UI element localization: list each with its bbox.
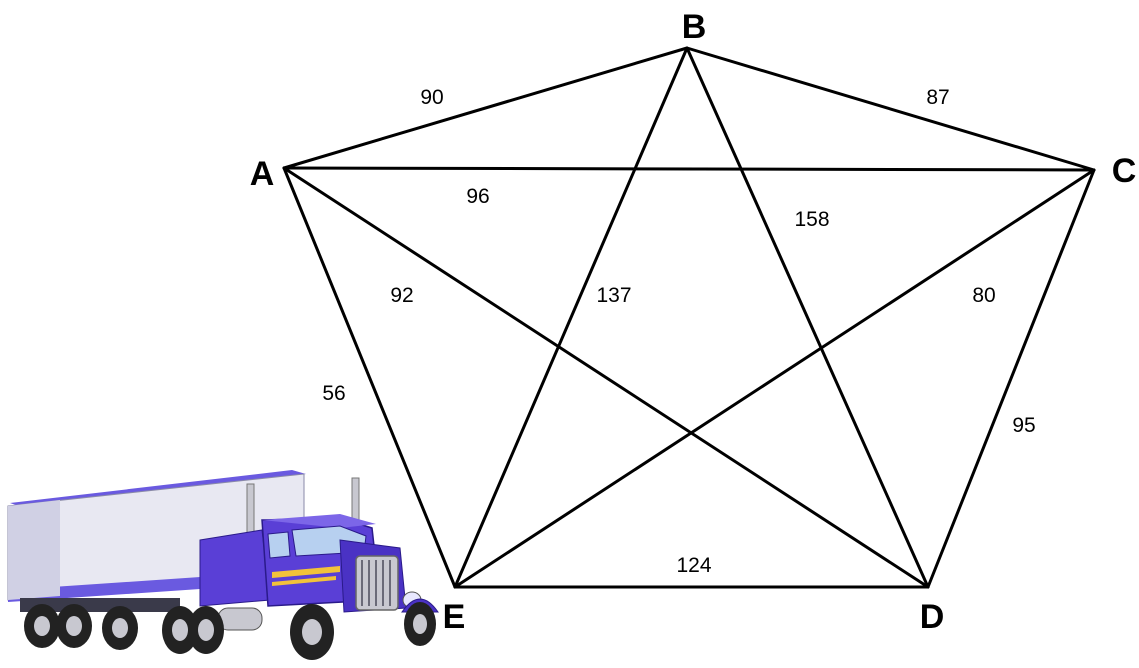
edge-a-e — [282, 166, 457, 589]
edge-b-d — [685, 46, 930, 589]
edge-c-d — [926, 168, 1096, 589]
edge-weight-labels: 90 87 96 92 137 158 80 56 95 124 — [322, 86, 1035, 577]
edge-a-c — [282, 166, 1096, 172]
edges — [282, 46, 1096, 589]
edge-weight-a-e: 56 — [322, 382, 345, 405]
edge-b-c — [685, 46, 1096, 172]
trailer-side-gradient — [8, 500, 60, 600]
edge-weight-c-d: 95 — [1012, 414, 1035, 437]
edge-weight-e-d: 124 — [676, 554, 711, 577]
edge-weight-b-c: 87 — [926, 86, 949, 109]
trailer-wheels — [24, 604, 138, 650]
edge-weight-a-c: 96 — [466, 185, 489, 208]
edge-weight-b-e: 137 — [596, 284, 631, 307]
fuel-tank — [217, 607, 263, 631]
edge-b-e — [453, 46, 689, 589]
grille-bars — [361, 560, 391, 606]
node-label-a: A — [250, 155, 275, 193]
cab-wheels — [162, 602, 436, 660]
node-label-e: E — [443, 598, 466, 636]
semi-truck-icon — [7, 470, 439, 660]
node-label-c: C — [1112, 152, 1137, 190]
trailer-chassis — [20, 598, 180, 612]
edge-weight-a-d: 92 — [390, 284, 413, 307]
cab-stripe-2 — [272, 576, 336, 586]
node-label-d: D — [920, 598, 945, 636]
cab-roof — [262, 514, 376, 528]
edge-a-b — [282, 46, 689, 170]
edge-weight-b-d: 158 — [794, 208, 829, 231]
cab-stripe — [272, 566, 340, 578]
cab-side-window — [267, 531, 291, 559]
edge-c-e — [453, 168, 1096, 589]
edge-a-d — [282, 166, 930, 589]
node-label-b: B — [682, 8, 707, 46]
cab-sleeper — [199, 529, 271, 607]
node-labels: A B C D E — [250, 8, 1137, 636]
edge-weight-a-b: 90 — [420, 86, 443, 109]
edge-weight-c-e: 80 — [972, 284, 995, 307]
